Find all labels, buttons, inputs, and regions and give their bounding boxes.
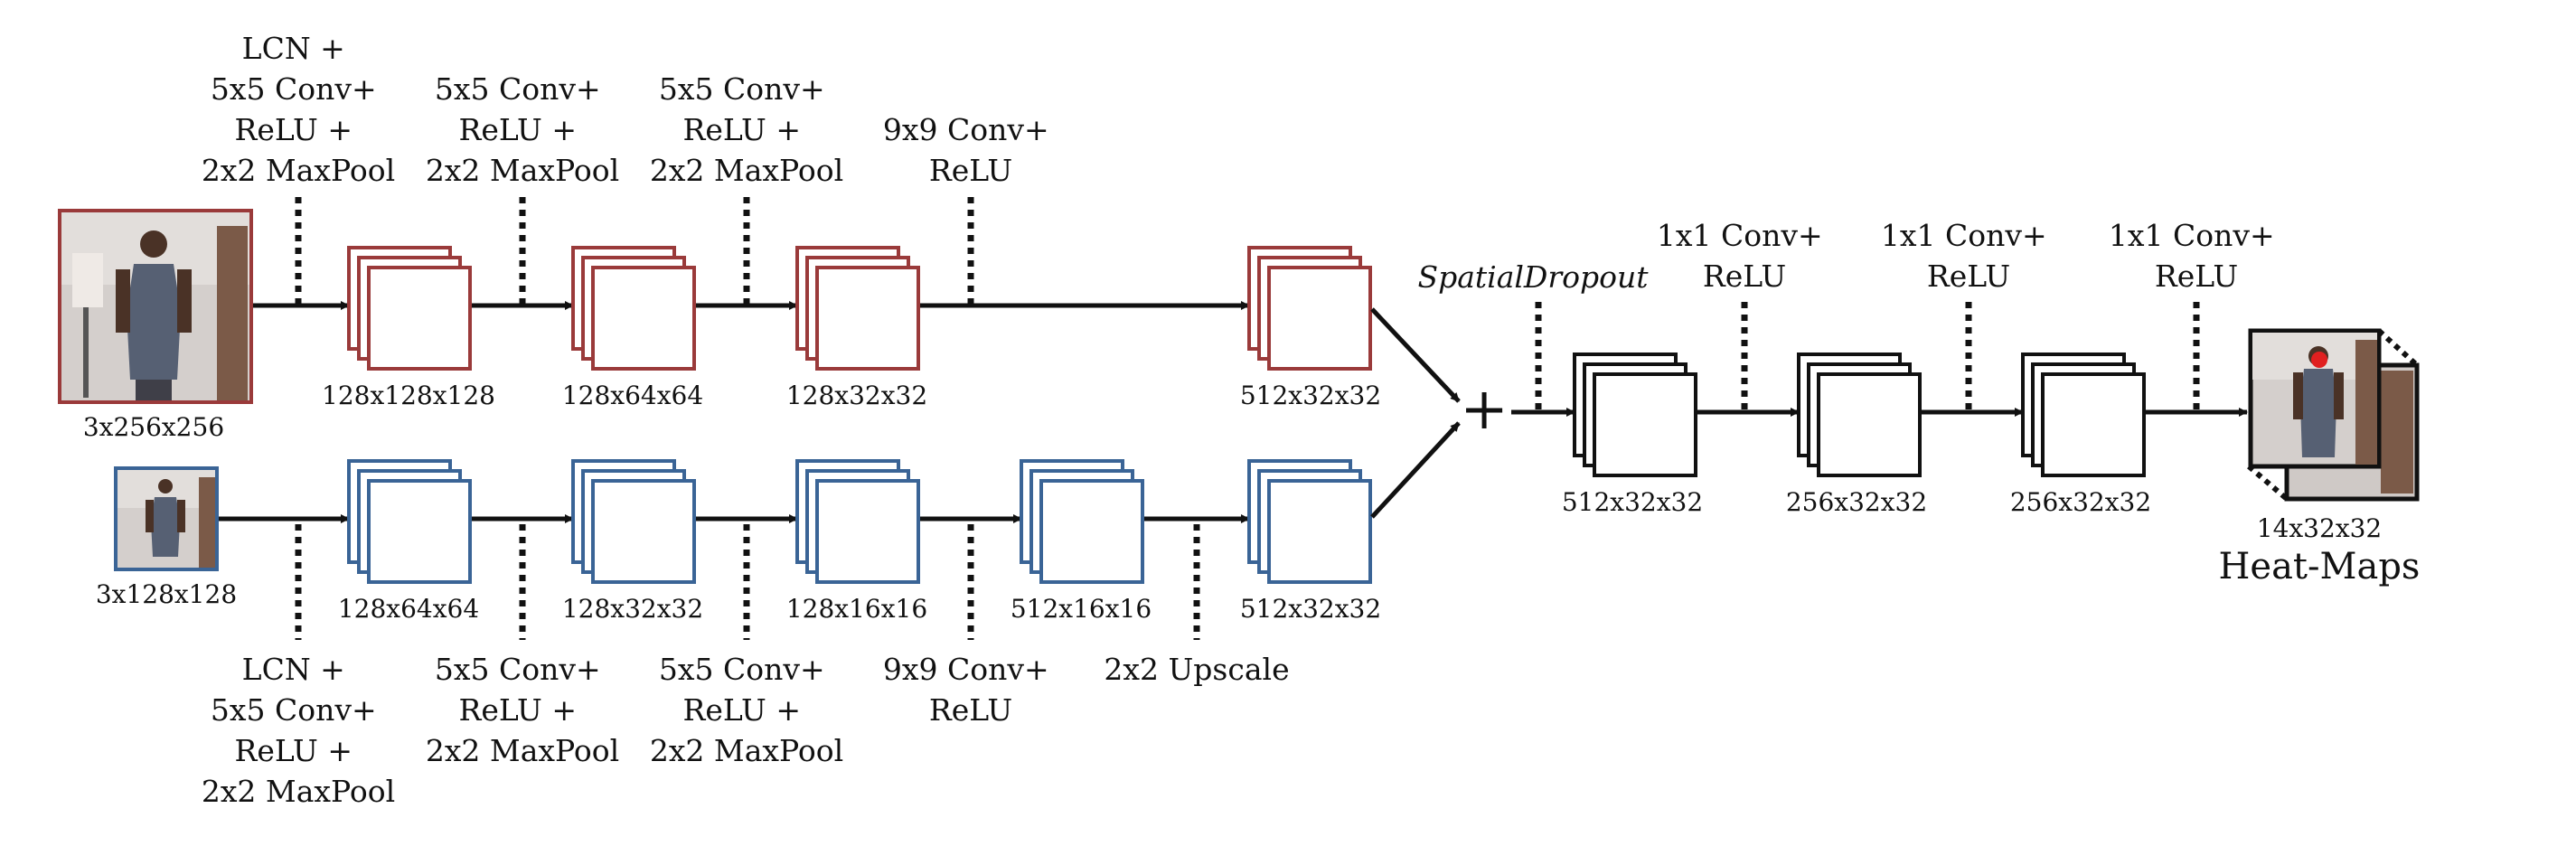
bottom-dims-5: 512x32x32: [1240, 594, 1381, 624]
top-feature-stack-3: [795, 246, 920, 371]
top-input-dims: 3x256x256: [83, 412, 224, 442]
top-feature-stack-4: [1247, 246, 1372, 371]
merged-op-connectors: [1741, 302, 2200, 410]
top-op-label-1: LCN + 5x5 Conv+ ReLU + 2x2 MaxPool: [202, 31, 395, 188]
merged-feature-stack-1: [1573, 352, 1697, 477]
top-feature-stack-1: [347, 246, 472, 371]
heatmap-dims: 14x32x32: [2257, 513, 2382, 543]
top-op-connectors: [295, 197, 974, 306]
merge-plus-symbol: +: [1460, 376, 1509, 443]
bottom-op-label-4: 9x9 Conv+ ReLU: [883, 652, 1058, 728]
spatial-dropout-label: SpatialDropout: [1417, 259, 1649, 295]
merged-feature-stack-3: [2021, 352, 2146, 477]
merged-dims-1: 512x32x32: [1562, 487, 1703, 517]
top-op-label-4: 9x9 Conv+ ReLU: [883, 112, 1058, 188]
top-op-label-3: 5x5 Conv+ ReLU + 2x2 MaxPool: [650, 71, 843, 188]
heatmap-title: Heat-Maps: [2219, 546, 2421, 588]
bottom-feature-stack-2: [571, 459, 696, 584]
top-input-image: [58, 209, 253, 404]
bottom-op-label-2: 5x5 Conv+ ReLU + 2x2 MaxPool: [426, 652, 619, 768]
merged-feature-stack-2: [1797, 352, 1922, 477]
bottom-dims-4: 512x16x16: [1011, 594, 1152, 624]
merged-dims-2: 256x32x32: [1786, 487, 1927, 517]
bottom-dims-3: 128x16x16: [786, 594, 927, 624]
bottom-feature-stack-5: [1247, 459, 1372, 584]
top-dims-3: 128x32x32: [786, 381, 927, 410]
bottom-dims-2: 128x32x32: [562, 594, 703, 624]
bottom-op-label-3: 5x5 Conv+ ReLU + 2x2 MaxPool: [650, 652, 843, 768]
bottom-feature-stack-1: [347, 459, 472, 584]
bottom-op-label-1: LCN + 5x5 Conv+ ReLU + 2x2 MaxPool: [202, 652, 395, 809]
merged-dims-3: 256x32x32: [2010, 487, 2151, 517]
top-dims-1: 128x128x128: [322, 381, 495, 410]
bottom-op-label-5: 2x2 Upscale: [1104, 652, 1289, 687]
heatmap-photo-icon: [2248, 328, 2382, 469]
arrow: [1370, 307, 1461, 403]
merged-op-label-3: 1x1 Conv+ ReLU: [2109, 218, 2284, 294]
top-dims-2: 128x64x64: [562, 381, 703, 410]
merged-op-label-1: 1x1 Conv+ ReLU: [1657, 218, 1832, 294]
arrow: [1370, 421, 1461, 519]
top-dims-4: 512x32x32: [1240, 381, 1381, 410]
input-person-photo-icon: [118, 470, 215, 568]
bottom-feature-stack-3: [795, 459, 920, 584]
bottom-feature-stack-4: [1020, 459, 1144, 584]
top-op-label-2: 5x5 Conv+ ReLU + 2x2 MaxPool: [426, 71, 619, 188]
bottom-dims-1: 128x64x64: [338, 594, 479, 624]
input-person-photo-icon: [61, 212, 249, 400]
bottom-input-dims: 3x128x128: [96, 579, 237, 609]
top-feature-stack-2: [571, 246, 696, 371]
heatmap-output-stack: [2247, 328, 2420, 502]
merged-op-label-2: 1x1 Conv+ ReLU: [1881, 218, 2056, 294]
bottom-input-image: [114, 466, 219, 571]
